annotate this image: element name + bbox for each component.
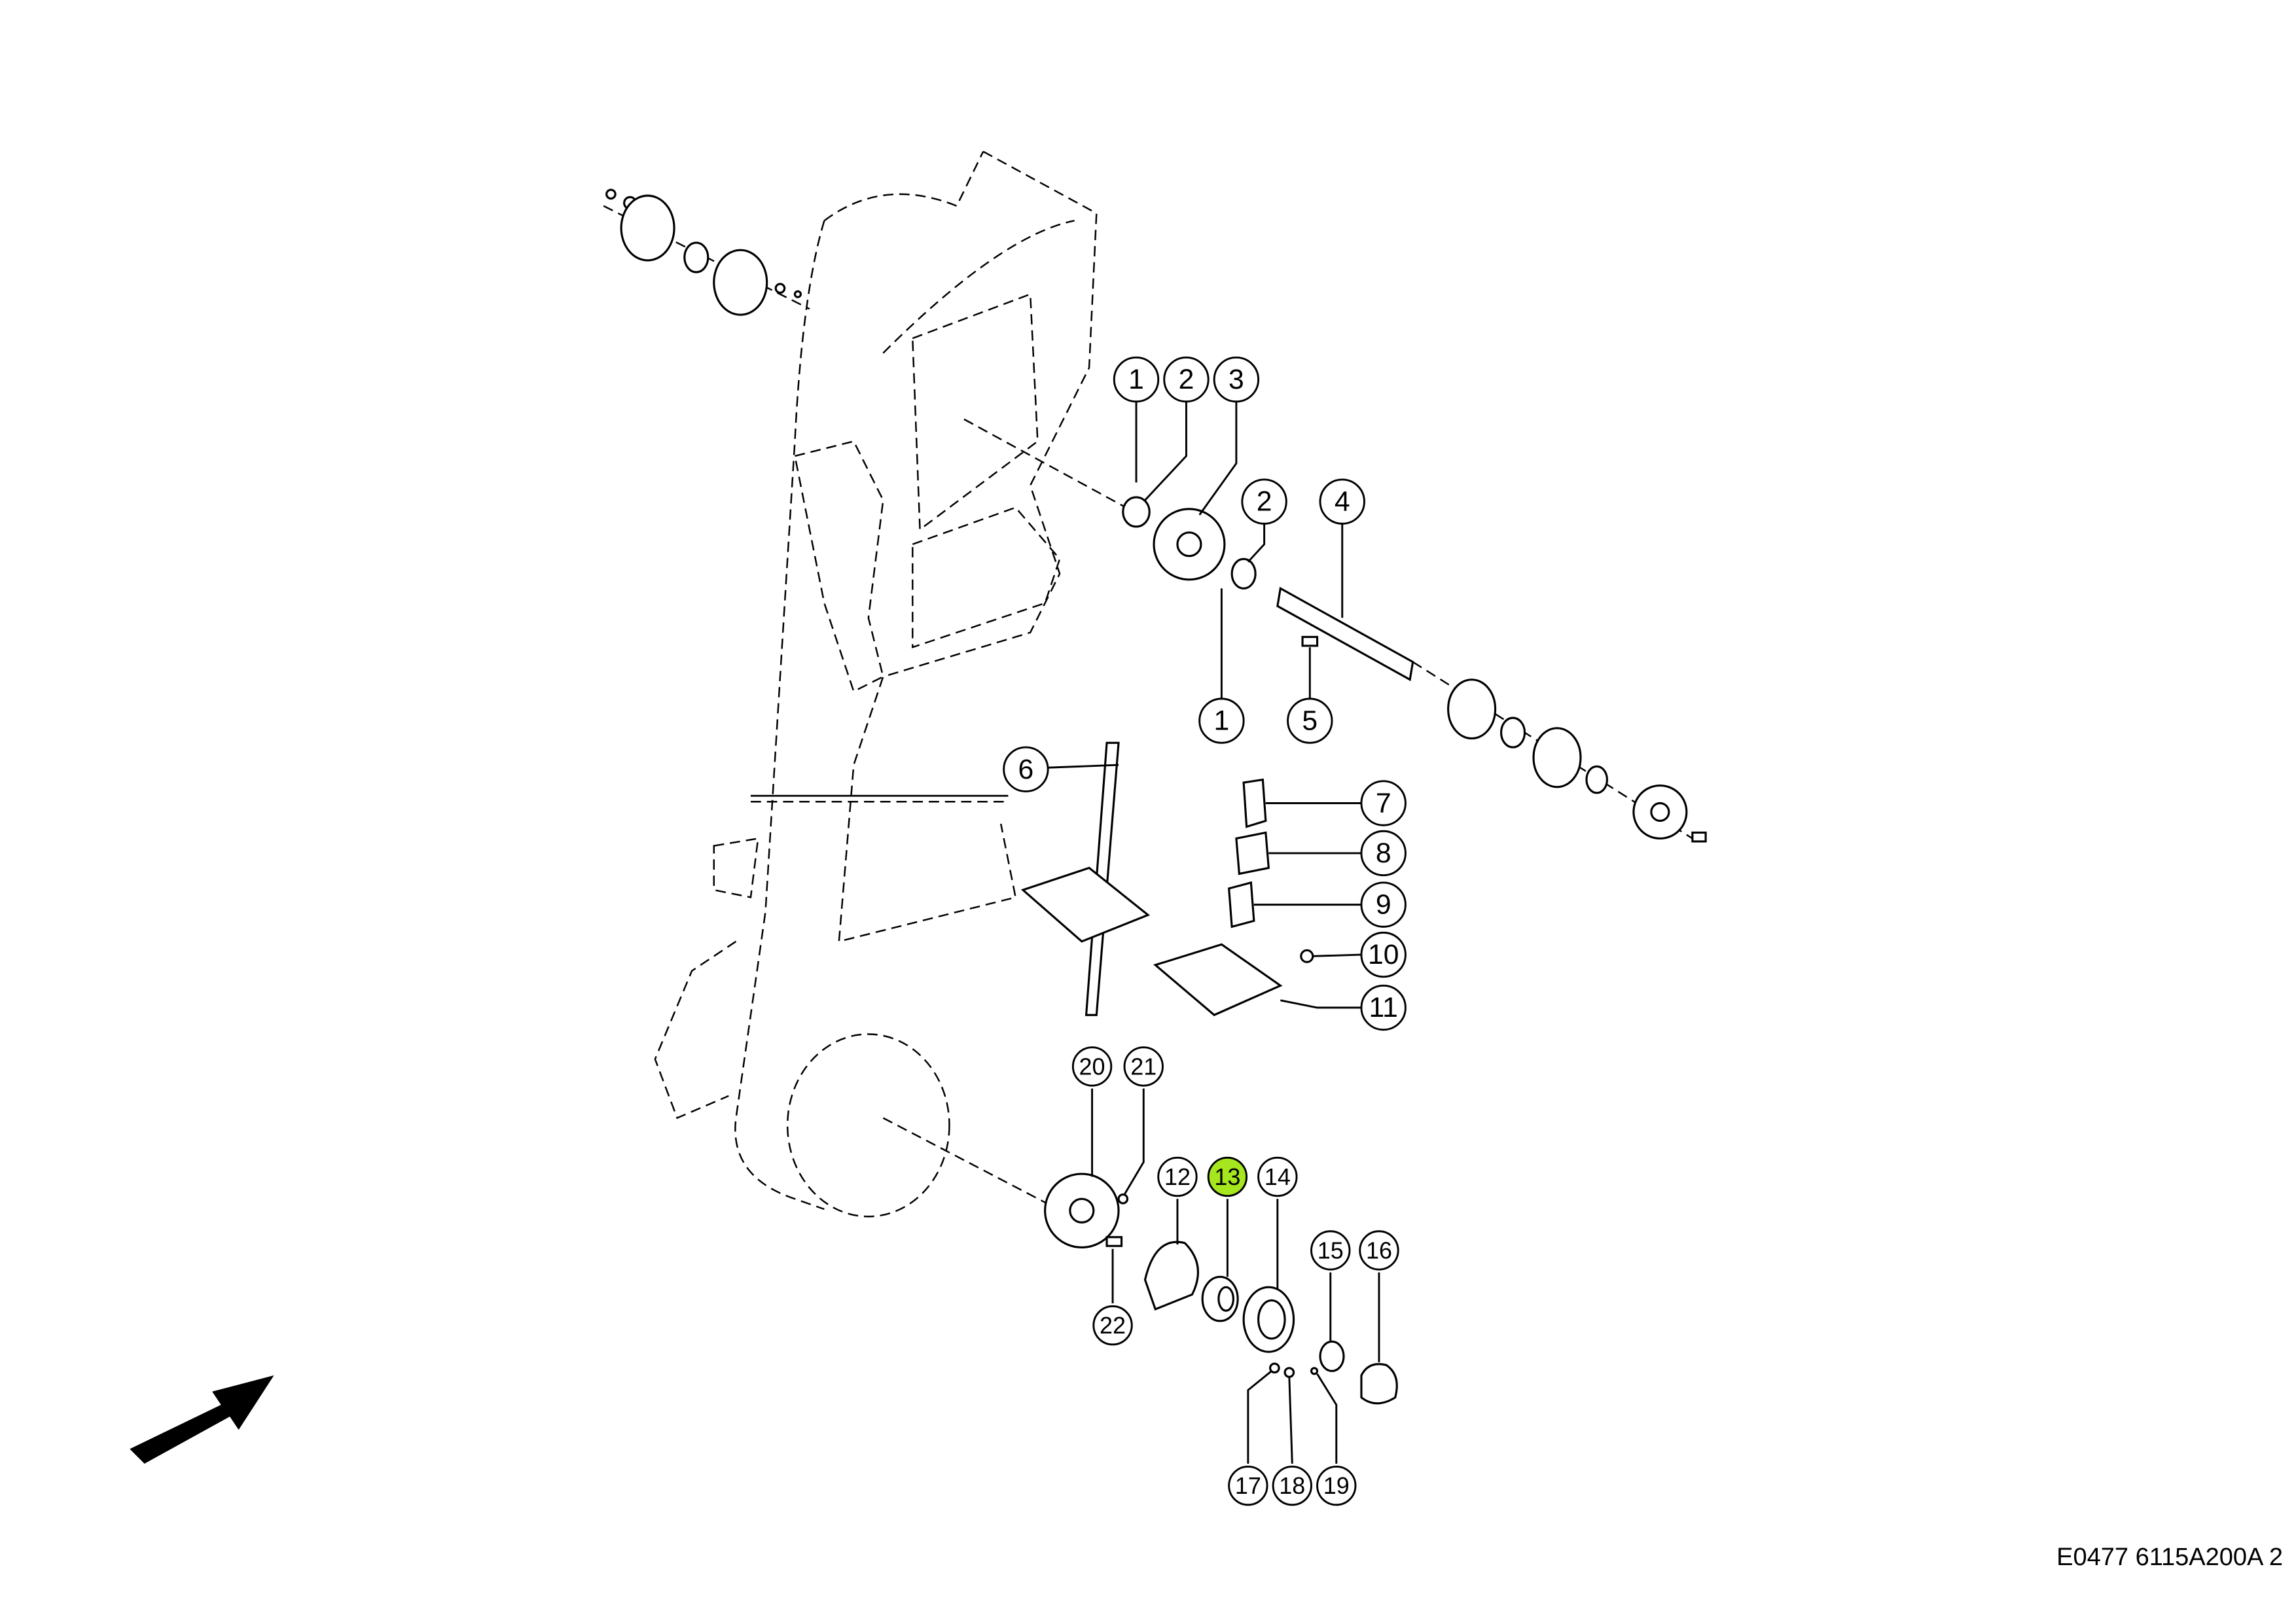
callout-7[interactable]: 7 xyxy=(1360,780,1407,826)
link-part-7 xyxy=(1242,778,1267,828)
callout-20[interactable]: 20 xyxy=(1071,1046,1113,1087)
svg-text:17: 17 xyxy=(1235,1472,1261,1499)
slat-on-chain xyxy=(1020,866,1151,943)
callout-18[interactable]: 18 xyxy=(1272,1465,1313,1506)
callout-14[interactable]: 14 xyxy=(1257,1156,1298,1197)
callout-8[interactable]: 8 xyxy=(1360,830,1407,877)
svg-text:16: 16 xyxy=(1366,1237,1392,1263)
callout-1-second[interactable]: 1 xyxy=(1198,697,1245,744)
callout-10[interactable]: 10 xyxy=(1360,931,1407,978)
flange-part-12 xyxy=(1143,1241,1200,1311)
washer-part-17 xyxy=(1269,1362,1280,1374)
svg-text:14: 14 xyxy=(1265,1163,1291,1190)
svg-text:4: 4 xyxy=(1335,486,1350,518)
svg-text:5: 5 xyxy=(1302,705,1318,737)
callout-19[interactable]: 19 xyxy=(1316,1465,1357,1506)
callout-11[interactable]: 11 xyxy=(1360,984,1407,1031)
bolt-part-19 xyxy=(1310,1367,1319,1375)
axis-line-lower xyxy=(882,1117,1053,1207)
callout-22[interactable]: 22 xyxy=(1092,1305,1133,1346)
link-part-9 xyxy=(1227,881,1255,928)
key-part-5 xyxy=(1301,635,1319,647)
svg-text:7: 7 xyxy=(1376,788,1391,819)
key-part-22 xyxy=(1105,1236,1123,1247)
svg-text:18: 18 xyxy=(1279,1472,1305,1499)
housing-frame xyxy=(654,150,1098,1218)
shaft-part-4 xyxy=(1276,586,1414,682)
bearing-part-15 xyxy=(1319,1340,1345,1372)
bolt-part-10 xyxy=(1300,949,1314,963)
slat-part-11 xyxy=(1153,943,1283,1017)
callout-12[interactable]: 12 xyxy=(1157,1156,1198,1197)
svg-text:1: 1 xyxy=(1214,705,1230,737)
callout-13-highlighted[interactable]: 13 xyxy=(1207,1156,1248,1197)
svg-text:13: 13 xyxy=(1214,1163,1240,1190)
upper-left-fasteners xyxy=(603,188,810,316)
callout-6[interactable]: 6 xyxy=(1003,746,1049,792)
bearing-part-2 xyxy=(1122,496,1151,528)
svg-text:8: 8 xyxy=(1376,838,1391,869)
svg-text:12: 12 xyxy=(1164,1163,1191,1190)
callout-2-second[interactable]: 2 xyxy=(1241,478,1287,525)
svg-text:3: 3 xyxy=(1229,364,1244,395)
callout-1[interactable]: 1 xyxy=(1113,356,1160,403)
svg-text:20: 20 xyxy=(1079,1053,1105,1080)
cap-part-16 xyxy=(1360,1363,1398,1405)
axis-line-upper xyxy=(963,418,1126,508)
svg-text:19: 19 xyxy=(1323,1472,1350,1499)
svg-text:10: 10 xyxy=(1368,939,1399,970)
drawing-code: E0477 6115A200A 2 xyxy=(2056,1544,2283,1571)
svg-text:6: 6 xyxy=(1018,754,1034,785)
callout-3[interactable]: 3 xyxy=(1213,356,1260,403)
svg-text:11: 11 xyxy=(1369,992,1398,1023)
link-part-8 xyxy=(1235,831,1270,875)
bearing-part-2b xyxy=(1230,557,1257,590)
callout-16[interactable]: 16 xyxy=(1359,1230,1399,1271)
svg-text:2: 2 xyxy=(1179,364,1194,395)
svg-text:1: 1 xyxy=(1128,364,1144,395)
svg-text:21: 21 xyxy=(1130,1053,1157,1080)
callout-17[interactable]: 17 xyxy=(1228,1465,1268,1506)
nut-part-18 xyxy=(1283,1367,1295,1378)
svg-text:15: 15 xyxy=(1318,1237,1344,1263)
svg-text:2: 2 xyxy=(1257,486,1272,518)
callout-4[interactable]: 4 xyxy=(1319,478,1365,525)
svg-text:9: 9 xyxy=(1376,889,1391,921)
svg-text:22: 22 xyxy=(1100,1312,1126,1339)
right-fasteners xyxy=(1412,661,1707,843)
direction-arrow-icon xyxy=(130,1375,274,1464)
leader-lines xyxy=(1003,401,1380,1464)
callout-5[interactable]: 5 xyxy=(1287,697,1333,744)
callout-2[interactable]: 2 xyxy=(1163,356,1210,403)
callout-9[interactable]: 9 xyxy=(1360,881,1407,928)
callout-21[interactable]: 21 xyxy=(1123,1046,1164,1087)
pin-part-21 xyxy=(1117,1193,1129,1205)
callout-15[interactable]: 15 xyxy=(1310,1230,1351,1271)
